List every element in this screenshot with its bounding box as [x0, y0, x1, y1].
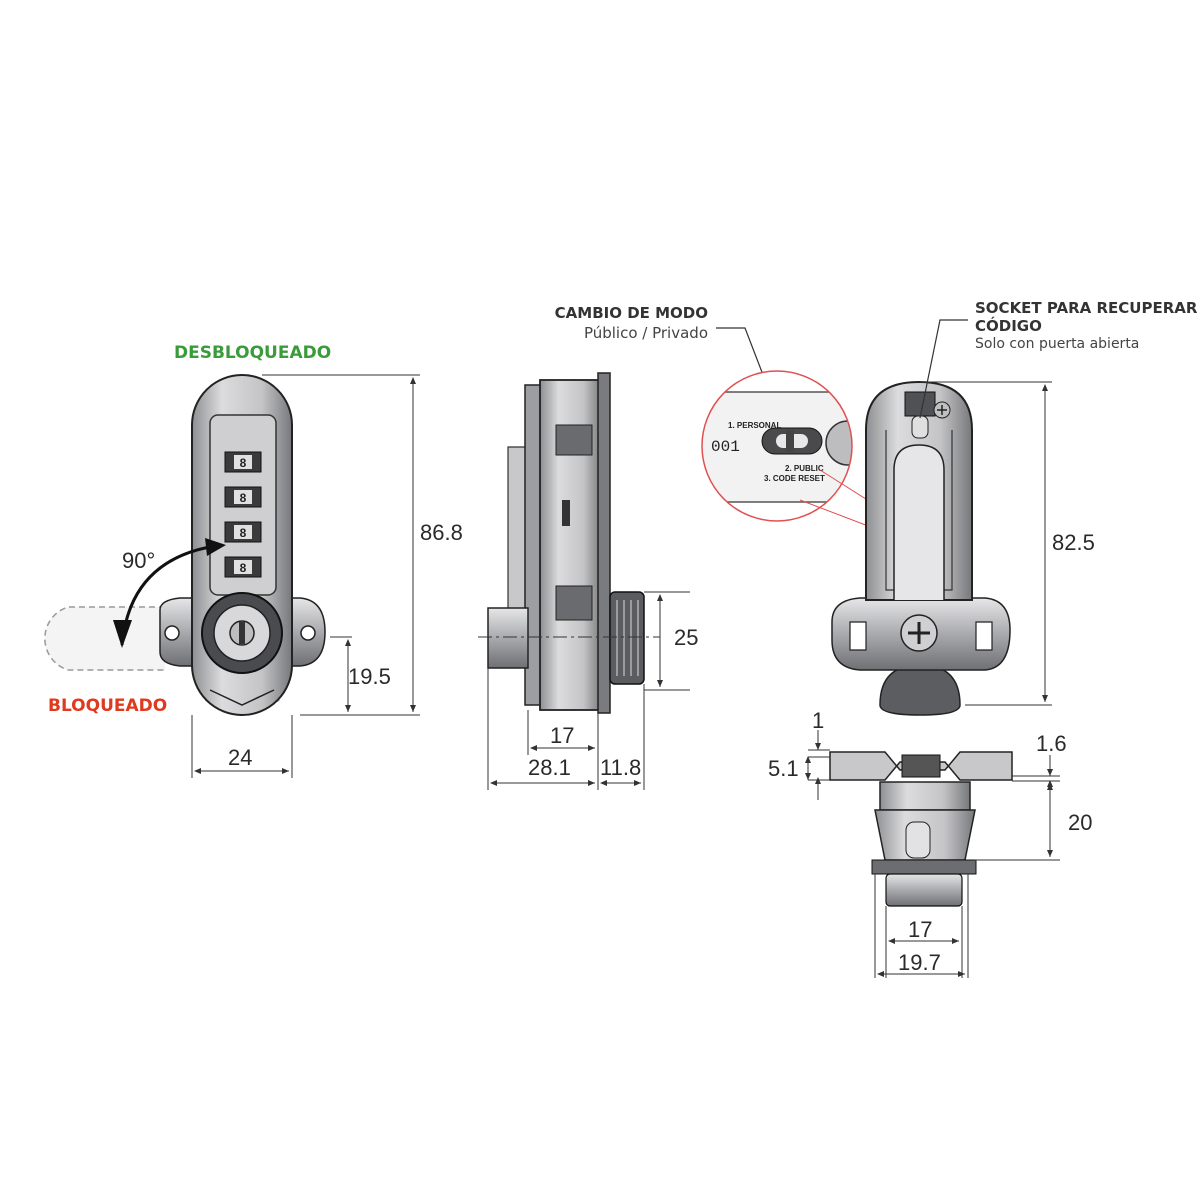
side-knob: [609, 591, 645, 685]
back-flange-slot-right: [975, 621, 993, 651]
dial-digit-4: 8: [240, 561, 247, 575]
bottom-collar: [879, 781, 971, 811]
dim-front-width: 24: [228, 745, 252, 770]
socket-title-1: SOCKET PARA RECUPERAR: [975, 299, 1198, 317]
detail-magnifier-circle: [701, 370, 853, 522]
mode-option-public: 2. PUBLIC: [785, 464, 824, 473]
dim-bottom-thick: 5.1: [768, 756, 799, 781]
combination-dials: 8 8 8 8: [224, 451, 262, 578]
mode-callout: CAMBIO DE MODO Público / Privado 1. PERS…: [555, 304, 916, 541]
back-flange-slot-left: [849, 621, 867, 651]
mode-title: CAMBIO DE MODO: [555, 304, 708, 322]
back-view: SOCKET PARA RECUPERAR CÓDIGO Solo con pu…: [831, 299, 1198, 716]
bottom-view: 1 5.1 1.6 20 17 19.7: [768, 708, 1092, 978]
flange-hole-left: [164, 625, 180, 641]
dial-digit-3: 8: [240, 526, 247, 540]
dim-bottom-plate: 1.6: [1036, 731, 1067, 756]
socket-slot: [911, 415, 929, 439]
dial-1: 8: [224, 451, 262, 473]
rotation-arrowhead-up: [205, 538, 226, 556]
bottom-slot: [905, 821, 931, 859]
dial-4: 8: [224, 556, 262, 578]
back-lower-cap: [879, 664, 961, 716]
unlocked-label: DESBLOQUEADO: [174, 343, 331, 363]
mode-option-code-reset: 3. CODE RESET: [764, 474, 825, 483]
recovery-socket: [904, 391, 936, 417]
mode-subtitle: Público / Privado: [584, 324, 708, 342]
socket-leader: [919, 319, 968, 419]
dim-bottom-outer: 19.7: [898, 950, 941, 975]
socket-title-2: CÓDIGO: [975, 316, 1042, 335]
locked-position-ghost: [44, 606, 165, 671]
dim-side-knob: 11.8: [600, 755, 641, 780]
dim-bottom-height: 20: [1068, 810, 1092, 835]
side-detail-top: [555, 424, 593, 456]
dial-3: 8: [224, 521, 262, 543]
locked-label: BLOQUEADO: [48, 696, 167, 716]
dim-front-lower: 19.5: [348, 664, 391, 689]
bottom-rim: [871, 859, 977, 875]
bottom-knob: [885, 873, 963, 907]
dim-bottom-inner: 17: [908, 917, 932, 942]
back-channel: [893, 444, 945, 600]
rotation-arrowhead-down: [113, 620, 132, 648]
dial-digit-2: 8: [240, 491, 247, 505]
side-view: 25 17 28.1 11.8: [478, 372, 698, 790]
dim-side-depth: 28.1: [528, 755, 571, 780]
front-view: 8 8 8 8 90°: [44, 343, 463, 778]
flange-hole-right: [300, 625, 316, 641]
knob-tail: [209, 689, 275, 706]
bottom-nut: [901, 754, 941, 778]
key-slot: [239, 622, 245, 644]
rotation-label: 90°: [122, 548, 155, 573]
code-readout: 001: [711, 438, 740, 456]
side-detail-bottom: [555, 585, 593, 621]
cam-shaft: [487, 607, 529, 669]
dim-side-knob-dia: 25: [674, 625, 698, 650]
dial-digit-1: 8: [240, 456, 247, 470]
dim-bottom-tab: 1: [812, 708, 824, 733]
screw-cross-icon: [908, 622, 930, 644]
side-slot: [562, 500, 570, 526]
socket-subtitle: Solo con puerta abierta: [975, 336, 1139, 352]
dim-side-inner: 17: [550, 723, 574, 748]
dim-front-height: 86.8: [420, 520, 463, 545]
front-flange: [597, 372, 611, 714]
mode-option-personal: 1. PERSONAL: [728, 421, 781, 430]
dial-2: 8: [224, 486, 262, 508]
dim-back-height: 82.5: [1052, 530, 1095, 555]
